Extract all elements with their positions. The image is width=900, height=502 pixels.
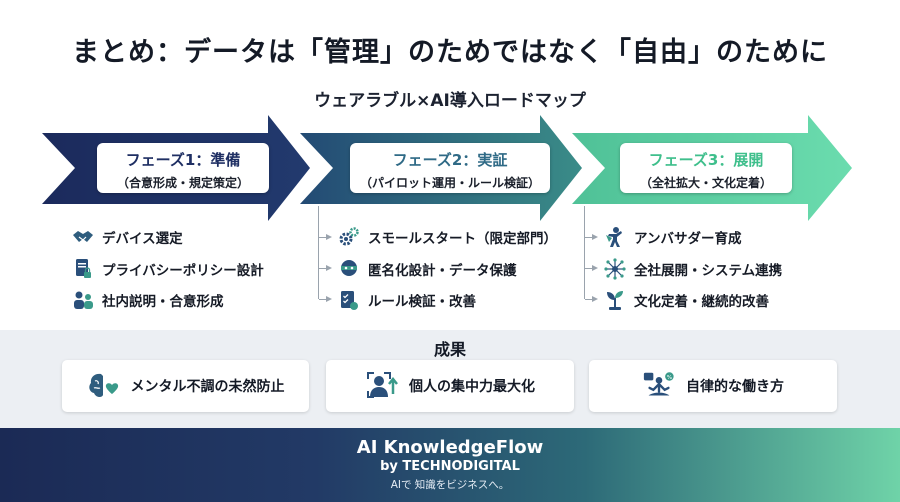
results-title: 成果 [433,340,466,359]
result-label: 個人の集中力最大化 [409,379,535,395]
phase3-item-label: 文化定着・継続的改善 [634,294,769,310]
phase2-arrow-tick [319,233,332,240]
phase3-item: 全社展開・システム連携 [604,256,782,282]
phase2-arrow-tick [319,264,332,271]
footer-banner: AI KnowledgeFlow by TECHNODIGITAL AIで 知識… [0,428,900,502]
phase1-sub: （合意形成・規定策定） [116,176,249,190]
phase1-item: デバイス選定 [72,224,183,250]
phase3-arrow-tick [585,295,598,302]
result-card: 個人の集中力最大化 [326,360,574,412]
phase3-name: フェーズ3：展開 [648,151,764,169]
phase1-label-box: フェーズ1：準備 （合意形成・規定策定） [97,143,269,193]
result-card: メンタル不調の未然防止 [62,360,309,412]
phase3-arrow-tick [585,264,598,271]
phase3-item: アンバサダー育成 [604,224,741,250]
meditation-icon: % [642,369,676,403]
phase2-sub: （パイロット運用・ルール検証） [359,176,540,190]
phase3-sub: （全社拡大・文化定着） [639,176,772,190]
focus-person-icon [365,369,399,403]
page-title: まとめ：データは「管理」のためではなく「自由」のために [72,37,828,68]
phase2-item-label: ルール検証・改善 [368,294,476,310]
document-lock-icon [72,258,94,280]
roadmap-arrows [42,115,852,221]
brain-heart-icon [87,369,121,403]
phase1-name: フェーズ1：準備 [125,151,241,169]
phase3-item: 文化定着・継続的改善 [604,287,769,313]
result-label: 自律的な働き方 [686,379,784,395]
checklist-icon [338,289,360,311]
phase2-item-label: スモールスタート（限定部門） [368,231,557,247]
mask-icon [338,258,360,280]
phase1-item-label: プライバシーポリシー設計 [102,263,264,279]
brand-name: AI KnowledgeFlow [356,437,544,458]
phase2-connector [318,206,319,299]
brand-company: by TECHNODIGITAL [380,459,520,474]
phase3-label-box: フェーズ3：展開 （全社拡大・文化定着） [620,143,792,193]
phase1-item: プライバシーポリシー設計 [72,256,264,282]
phase3-arrow-tick [585,233,598,240]
phase1-item-label: 社内説明・合意形成 [102,294,224,310]
svg-text:%: % [667,375,673,381]
phase2-label-box: フェーズ2：実証 （パイロット運用・ルール検証） [350,143,550,193]
result-card: % 自律的な働き方 [589,360,837,412]
sprout-icon [604,289,626,311]
people-icon [72,289,94,311]
ambassador-icon [604,226,626,248]
phase2-item: スモールスタート（限定部門） [338,224,557,250]
phase3-item-label: 全社展開・システム連携 [634,263,783,279]
gears-icon [338,226,360,248]
phase2-item: ルール検証・改善 [338,287,476,313]
result-label: メンタル不調の未然防止 [130,379,285,395]
phase1-item: 社内説明・合意形成 [72,287,224,313]
handshake-icon [72,226,94,248]
phase3-item-label: アンバサダー育成 [634,231,742,247]
phase2-name: フェーズ2：実証 [392,151,508,169]
network-icon [604,258,626,280]
phase3-connector [584,206,585,299]
roadmap-subtitle: ウェアラブル×AI導入ロードマップ [314,91,586,111]
phase2-arrow-tick [319,295,332,302]
phase1-item-label: デバイス選定 [102,231,183,247]
phase2-item-label: 匿名化設計・データ保護 [368,263,517,279]
brand-tagline: AIで 知識をビジネスへ。 [390,479,510,491]
phase2-item: 匿名化設計・データ保護 [338,256,517,282]
